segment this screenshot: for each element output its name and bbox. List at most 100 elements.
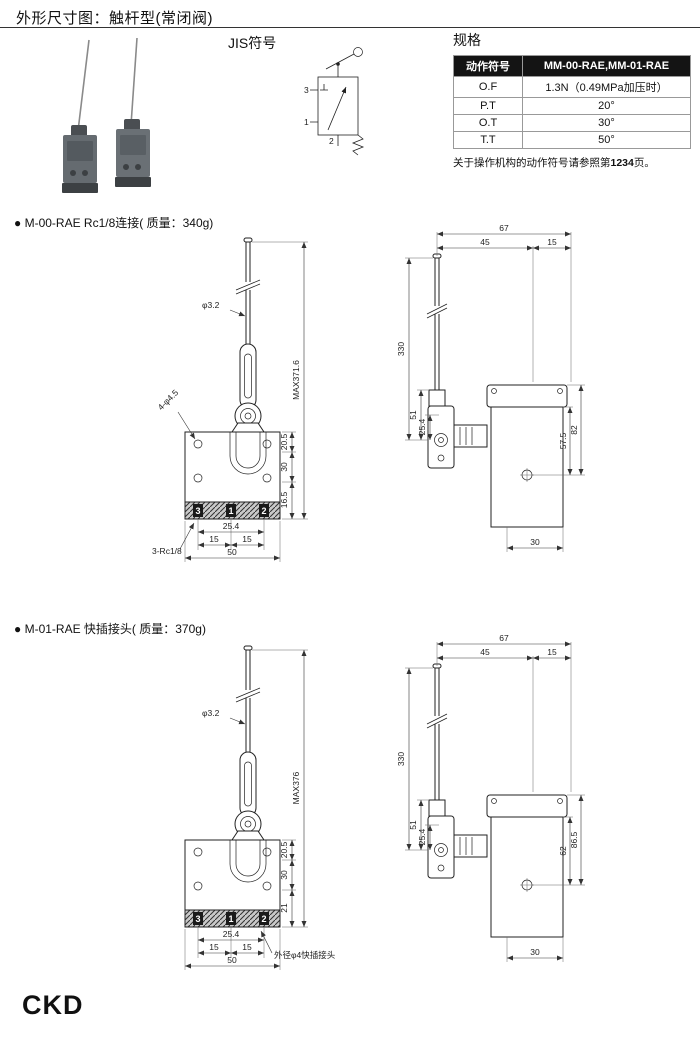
spec-row-label: T.T <box>453 131 523 149</box>
dim-width: 50 <box>227 955 237 965</box>
spec-header-row: 动作符号 MM-00-RAE,MM-01-RAE <box>453 55 691 77</box>
product-photo-left-valve <box>62 39 98 193</box>
port-3-label: 3 <box>195 506 200 516</box>
dim-51: 51 <box>408 410 418 420</box>
model2-section-label: ● M-01-RAE 快插接头( 质量：370g) <box>14 622 206 636</box>
port-band: 3 1 2 <box>184 501 281 520</box>
product-photo-right-valve <box>115 37 151 187</box>
dim-body-depth: 30 <box>530 537 540 547</box>
dim-max-height: MAX376 <box>291 771 301 804</box>
dim-15-left: 15 <box>209 534 219 544</box>
dimension-lines <box>405 231 585 552</box>
port-connection-note: 3-Rc1/8 <box>152 546 182 556</box>
spec-row-label: O.F <box>453 76 523 98</box>
table-row: O.F 1.3N（0.49MPa加压时） <box>453 76 691 98</box>
dim-width-right: 15 <box>547 237 557 247</box>
spec-note-suffix: 页。 <box>633 157 655 169</box>
dim-b: 30 <box>279 870 289 880</box>
spec-table: 动作符号 MM-00-RAE,MM-01-RAE O.F 1.3N（0.49MP… <box>453 55 691 149</box>
lever-bracket <box>427 799 488 879</box>
ckd-logo: CKD <box>22 990 84 1020</box>
table-row: P.T 20° <box>453 97 691 115</box>
spec-row-value: 30° <box>522 114 691 132</box>
page-title: 外形尺寸图：触杆型(常闭阀) <box>16 10 213 27</box>
spec-row-value: 20° <box>522 97 691 115</box>
jis-symbol-label: JIS符号 <box>228 35 277 51</box>
valve-body <box>486 794 568 938</box>
spec-note-text: 关于操作机构的动作符号请参照第 <box>453 157 611 169</box>
roller-lever <box>231 343 265 433</box>
port-3-label: 3 <box>195 914 200 924</box>
dim-port-pitch: 25.4 <box>223 521 240 531</box>
dim-body-depth: 30 <box>530 947 540 957</box>
dim-width-right: 15 <box>547 647 557 657</box>
spec-row-value: 50° <box>522 131 691 149</box>
dim-width: 50 <box>227 547 237 557</box>
dim-body-height-inner: 62 <box>558 846 568 856</box>
dimension-lines <box>405 641 585 962</box>
side-view-m00: 67 45 15 330 51 25.4 82 57.5 30 <box>396 223 585 552</box>
dim-rod-diameter: φ3.2 <box>202 300 220 310</box>
dim-25-4: 25.4 <box>417 418 427 435</box>
spec-section: 规格 动作符号 MM-00-RAE,MM-01-RAE O.F 1.3N（0.4… <box>453 30 693 170</box>
dim-width-left: 45 <box>480 237 490 247</box>
dim-body-height-outer: 86.5 <box>569 831 579 848</box>
port-connection-note: 外径φ4快插接头 <box>274 950 336 960</box>
jis-symbol-drawing: 3 1 2 <box>304 47 365 156</box>
port-band: 3 1 2 <box>184 909 281 928</box>
table-row: O.T 30° <box>453 114 691 132</box>
valve-body <box>184 839 281 911</box>
dim-a: 20.5 <box>279 433 289 450</box>
valve-box-symbol <box>310 76 365 156</box>
front-view-m01: 3 1 2 φ3.2 MAX376 20.5 30 21 25.4 15 15 … <box>184 645 336 970</box>
dim-rod-diameter: φ3.2 <box>202 708 220 718</box>
port-1-label: 1 <box>228 914 233 924</box>
dim-15-right: 15 <box>242 942 252 952</box>
spec-note-page-ref: 1234 <box>610 157 634 169</box>
valve-body <box>486 384 568 528</box>
dim-lever-length: 330 <box>396 752 406 766</box>
table-row: T.T 50° <box>453 131 691 149</box>
model1-section-label: ● M-00-RAE Rc1/8连接( 质量：340g) <box>14 216 214 230</box>
lever-bracket <box>427 389 488 469</box>
lever-roller-symbol <box>325 47 363 77</box>
product-photo <box>62 37 151 193</box>
dim-port-pitch: 25.4 <box>223 929 240 939</box>
valve-body <box>184 431 281 503</box>
dim-body-height-outer: 82 <box>569 425 579 435</box>
dimension-lines <box>177 241 308 562</box>
spec-col1-header: 动作符号 <box>453 55 523 77</box>
side-view-m01: 67 45 15 330 51 25.4 86.5 62 30 <box>396 633 585 962</box>
dim-51: 51 <box>408 820 418 830</box>
dim-15-left: 15 <box>209 942 219 952</box>
port-2-label: 2 <box>261 914 266 924</box>
dim-total-width: 67 <box>499 633 509 643</box>
spec-row-value: 1.3N（0.49MPa加压时） <box>522 76 691 98</box>
spec-title: 规格 <box>453 32 481 48</box>
port-1-label: 1 <box>228 506 233 516</box>
dim-25-4: 25.4 <box>417 828 427 845</box>
jis-port-2-label: 2 <box>329 136 334 146</box>
dim-mounting-holes: 4-φ4.5 <box>156 387 181 412</box>
roller-lever <box>231 751 265 841</box>
dimension-lines <box>184 649 308 970</box>
dim-15-right: 15 <box>242 534 252 544</box>
spec-note: 关于操作机构的动作符号请参照第1234页。 <box>453 155 693 170</box>
jis-port-3-label: 3 <box>304 85 309 95</box>
dim-lever-length: 330 <box>396 342 406 356</box>
dim-width-left: 45 <box>480 647 490 657</box>
spec-col2-header: MM-00-RAE,MM-01-RAE <box>522 55 691 77</box>
spec-row-label: P.T <box>453 97 523 115</box>
dim-total-width: 67 <box>499 223 509 233</box>
dim-max-height: MAX371.6 <box>291 360 301 400</box>
dim-c: 16.5 <box>279 491 289 508</box>
dim-b: 30 <box>279 462 289 472</box>
port-2-label: 2 <box>261 506 266 516</box>
dim-a: 20.5 <box>279 841 289 858</box>
front-view-m00: 3 1 2 φ3.2 4-φ4.5 MAX371.6 20.5 30 16.5 … <box>152 237 308 562</box>
dim-body-height-inner: 57.5 <box>558 432 568 449</box>
jis-port-1-label: 1 <box>304 117 309 127</box>
spec-row-label: O.T <box>453 114 523 132</box>
dim-c: 21 <box>279 903 289 913</box>
